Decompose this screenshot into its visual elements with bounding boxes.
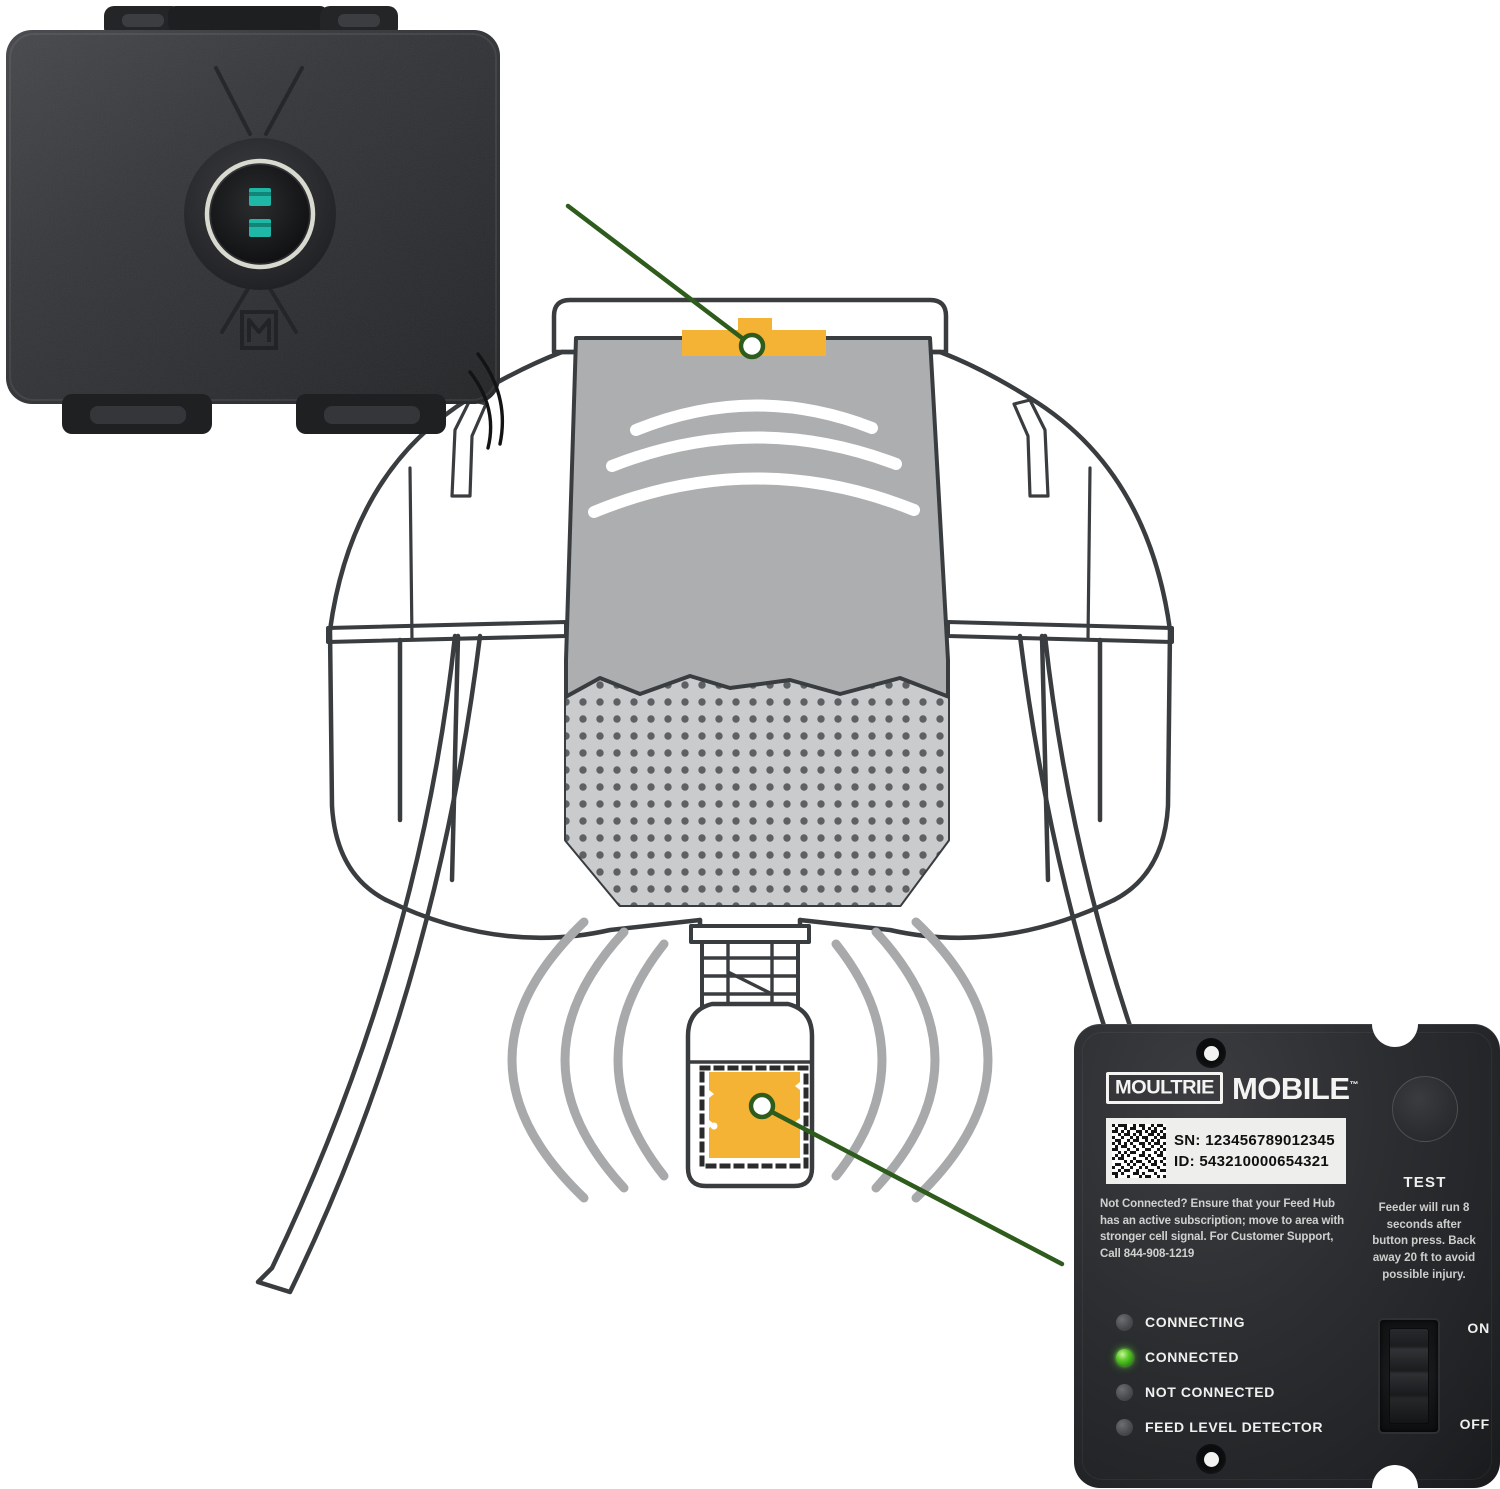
callout-endpoint-bottom — [748, 1092, 776, 1120]
status-row-not-connected: NOT CONNECTED — [1116, 1382, 1323, 1402]
sensor-module-graphic — [6, 6, 505, 450]
serial-number-label: SN: 123456789012345 ID: 543210000654321 — [1106, 1118, 1346, 1184]
mounting-screw-bottom — [1196, 1444, 1226, 1474]
led-connected-label: CONNECTED — [1145, 1349, 1240, 1365]
callout-endpoint-top — [738, 332, 766, 360]
highlight-bottom-mount — [699, 1065, 809, 1169]
status-row-connecting: CONNECTING — [1116, 1312, 1323, 1332]
hinge-tabs-bottom — [62, 394, 446, 434]
logo-mobile-text: MOBILE — [1231, 1070, 1350, 1106]
callout-lines — [565, 203, 1065, 1267]
antenna-wire — [468, 352, 505, 450]
sensor-lens — [211, 165, 309, 263]
feed-chamber — [564, 336, 950, 907]
sensor-ring — [204, 158, 316, 270]
logo-trademark-icon: ™ — [1349, 1079, 1359, 1090]
device-id-text: ID: 543210000654321 — [1174, 1153, 1329, 1170]
serial-number-text: SN: 123456789012345 — [1174, 1132, 1335, 1149]
led-connecting-label: CONNECTING — [1145, 1314, 1246, 1330]
led-connected-icon — [1116, 1348, 1133, 1366]
status-led-list: CONNECTING CONNECTED NOT CONNECTED FEED … — [1116, 1312, 1323, 1437]
qr-code-icon — [1112, 1124, 1166, 1178]
led-connecting-icon — [1116, 1313, 1133, 1331]
feeder-support-bars — [326, 620, 1174, 648]
logo-boxed-word: MOULTRIE — [1106, 1072, 1223, 1104]
test-label: TEST — [1403, 1174, 1447, 1191]
sensor-emitter-icon — [249, 188, 271, 237]
power-switch-off-label: OFF — [1459, 1416, 1490, 1432]
brand-m-icon — [240, 310, 278, 350]
feed-level-detector-module[interactable] — [0, 4, 520, 450]
feed-hub-device[interactable]: MOULTRIE MOBILE™ — [1074, 1023, 1500, 1489]
serial-text-block: SN: 123456789012345 ID: 543210000654321 — [1174, 1132, 1335, 1170]
led-not-connected-label: NOT CONNECTED — [1145, 1384, 1275, 1400]
logo-moultrie-text: MOULTRIE — [1115, 1077, 1214, 1099]
signal-arcs-right — [831, 917, 993, 1203]
moultrie-mobile-logo: MOULTRIE MOBILE™ — [1106, 1072, 1358, 1104]
troubleshooting-text: Not Connected? Ensure that your Feed Hub… — [1100, 1198, 1345, 1261]
power-switch-on-label: ON — [1467, 1320, 1490, 1336]
case-emboss-chevrons — [214, 66, 304, 334]
test-button[interactable] — [1392, 1076, 1458, 1142]
callout-line-top — [565, 203, 745, 341]
power-switch-lever[interactable] — [1389, 1328, 1429, 1424]
mounting-screw-top — [1196, 1038, 1226, 1068]
test-warning-text: Feeder will run 8 seconds after button p… — [1372, 1202, 1476, 1281]
led-not-connected-icon — [1116, 1383, 1133, 1401]
led-feed-level-detector-label: FEED LEVEL DETECTOR — [1145, 1419, 1324, 1435]
led-feed-level-detector-icon — [1116, 1418, 1133, 1436]
power-switch[interactable] — [1378, 1318, 1440, 1434]
hub-bevel — [1082, 1032, 1492, 1480]
status-row-connected: CONNECTED — [1116, 1347, 1323, 1367]
callout-line-bottom — [769, 1109, 1065, 1267]
signal-arcs-left — [507, 917, 669, 1203]
status-row-feed-level-detector: FEED LEVEL DETECTOR — [1116, 1417, 1323, 1437]
logo-mobile-word: MOBILE™ — [1231, 1070, 1359, 1106]
